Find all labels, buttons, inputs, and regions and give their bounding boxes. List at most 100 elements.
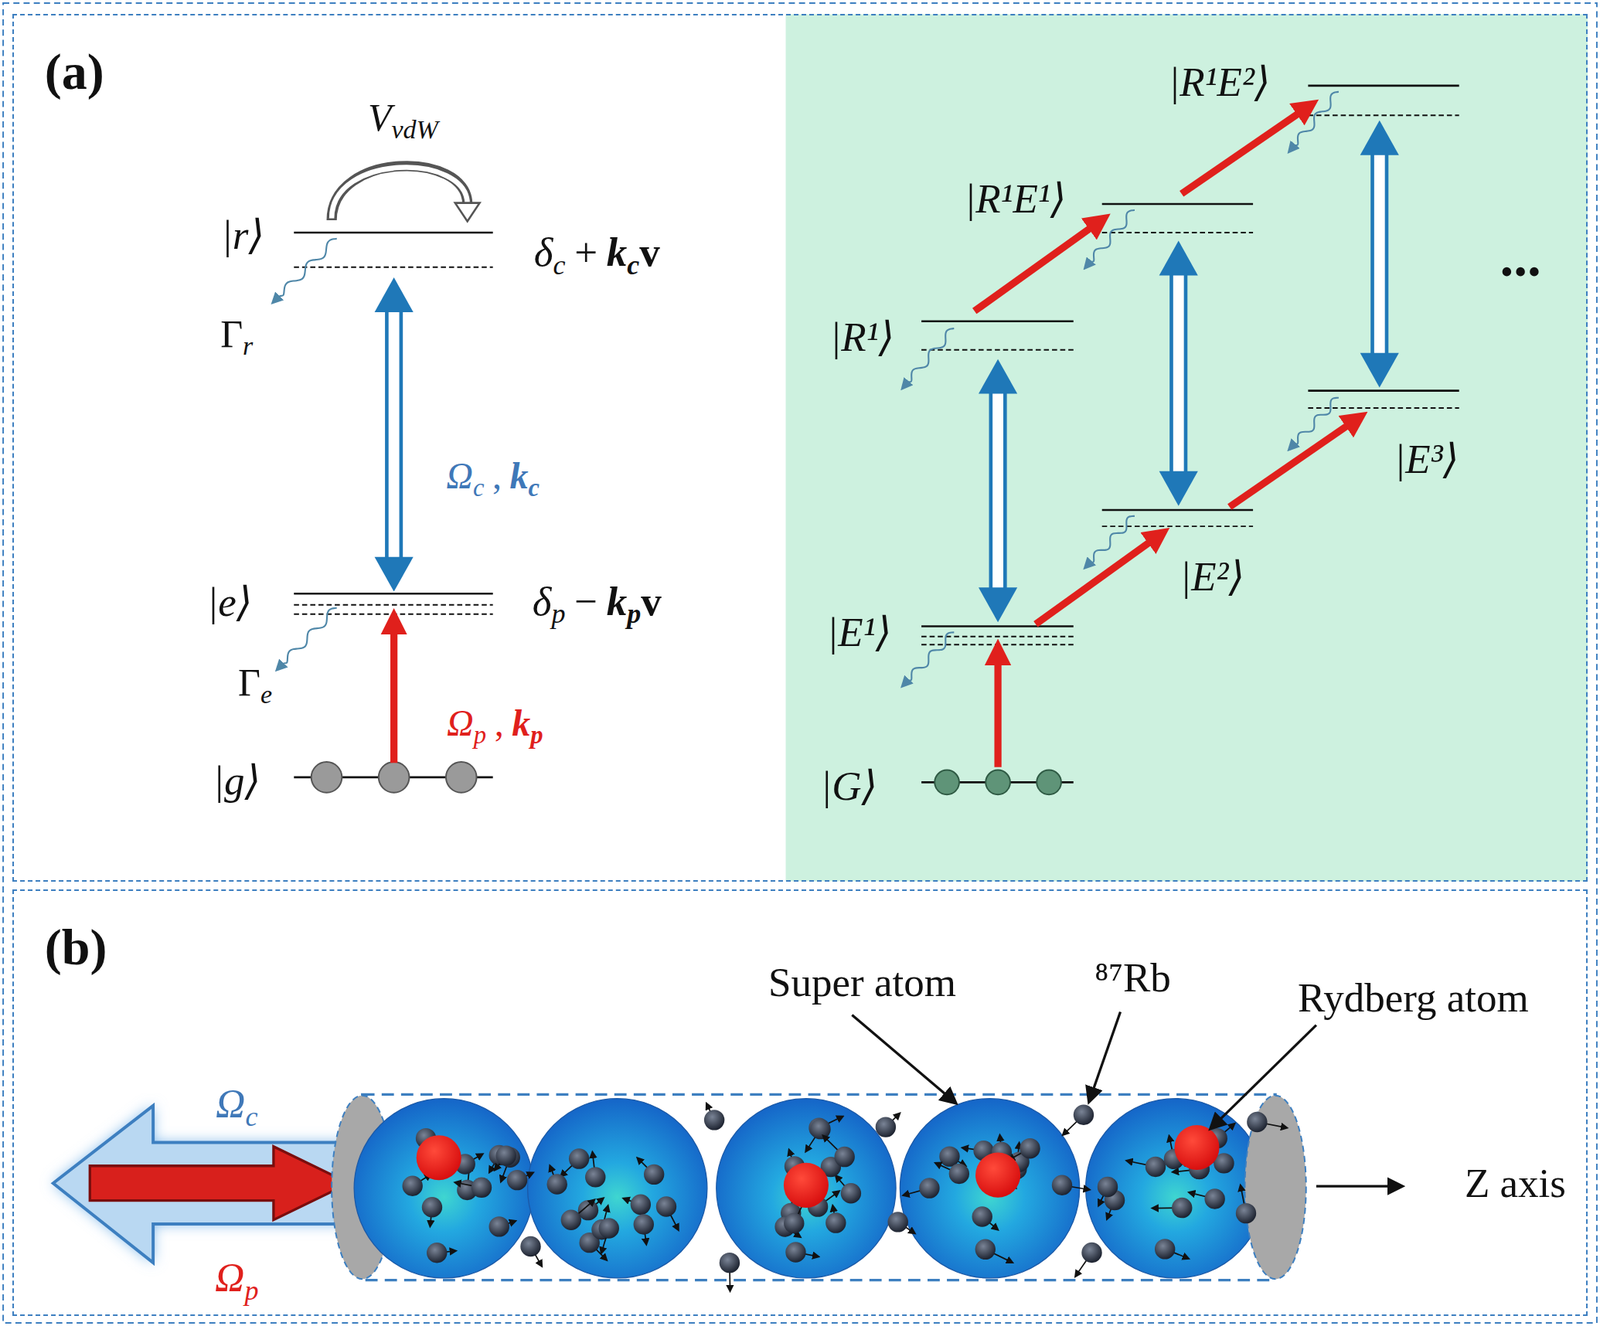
decay-arrow	[1085, 210, 1135, 268]
panel-label: (a)	[44, 46, 105, 98]
ground-atom	[445, 762, 477, 794]
probe-arrow	[1181, 104, 1313, 195]
leader-arrow	[1316, 1185, 1400, 1189]
symbol: ...	[1499, 227, 1541, 288]
formula: |R¹E²⟩	[1168, 58, 1271, 104]
detuned-level	[293, 604, 493, 606]
formula: |g⟩	[212, 758, 261, 804]
rb-atom	[1204, 1188, 1225, 1209]
rb-atom	[520, 1236, 541, 1257]
detuned-level	[1307, 114, 1459, 116]
symbol: Ω	[215, 1081, 246, 1127]
rb-atom	[888, 1211, 909, 1233]
rb-atom	[1145, 1157, 1166, 1178]
coupling-arrow	[1159, 241, 1199, 507]
symbol: k	[510, 456, 529, 498]
probe-arrow	[1229, 416, 1362, 508]
energy-level	[921, 320, 1074, 323]
rydberg-atom	[416, 1135, 462, 1181]
leader-arrow	[1211, 1025, 1317, 1128]
rb-atom	[840, 1183, 862, 1204]
rb-atom	[578, 1200, 599, 1221]
rb-atom	[489, 1216, 510, 1237]
formula: ...	[1499, 227, 1541, 288]
rb-atom	[547, 1174, 568, 1195]
formula: Γe	[238, 661, 273, 710]
probe-beam	[89, 1147, 349, 1221]
subscript: c	[245, 1101, 258, 1133]
rb-atom	[1235, 1203, 1257, 1224]
probe-arrow	[1035, 532, 1164, 625]
formula: Ωc,kc	[445, 456, 540, 504]
formula: |R¹E¹⟩	[964, 176, 1067, 222]
coupling-arrow	[1360, 120, 1400, 389]
rb-atom	[656, 1196, 677, 1217]
symbol: Z axis	[1464, 1160, 1566, 1206]
decay-arrow	[902, 328, 954, 389]
rb-atom	[585, 1167, 606, 1188]
symbol: Super atom	[768, 960, 957, 1005]
rb-atom	[704, 1109, 725, 1131]
formula: Γr	[220, 313, 253, 361]
decay-arrow	[1085, 516, 1135, 568]
subscript: p	[473, 721, 487, 749]
energy-level	[1102, 509, 1253, 512]
subscript: c	[626, 249, 640, 281]
super-atom-sphere	[899, 1099, 1080, 1279]
formula: |r⟩	[221, 211, 265, 257]
rb-atom	[783, 1213, 804, 1234]
decay-arrow	[1290, 398, 1339, 450]
panel-frame: (a)	[12, 13, 1588, 882]
super-atom-sphere	[1085, 1099, 1266, 1279]
rb-atom	[1154, 1239, 1175, 1260]
rb-atom	[426, 1242, 447, 1263]
formula: δp−kpv	[532, 578, 662, 630]
formula: VvdW	[367, 96, 439, 145]
energy-level	[921, 625, 1074, 628]
rb-atom	[630, 1194, 651, 1216]
symbol: v	[640, 578, 662, 623]
symbol: Γ	[220, 312, 243, 356]
symbol: |E³⟩	[1394, 436, 1460, 482]
subscript: c	[553, 249, 566, 281]
symbol: k	[606, 229, 628, 275]
rb-atom	[939, 1146, 960, 1167]
rb-atom	[507, 1170, 528, 1191]
rb-atom	[1051, 1175, 1073, 1196]
rb-atom	[919, 1177, 940, 1199]
detuned-level	[921, 643, 1074, 646]
symbol: |r⟩	[221, 211, 265, 257]
formula: δc+kcv	[534, 229, 661, 281]
rb-atom	[975, 1239, 996, 1260]
symbol: Ω	[446, 702, 474, 744]
detuned-level	[293, 613, 493, 616]
rb-atom	[810, 1119, 831, 1140]
symbol: |R¹E¹⟩	[964, 176, 1067, 222]
symbol: |e⟩	[207, 579, 253, 625]
rb-atom	[633, 1214, 654, 1235]
super-atom-sphere	[354, 1099, 534, 1279]
subscript: r	[242, 331, 253, 361]
rb-atom	[949, 1164, 970, 1185]
symbol: Rydberg atom	[1297, 975, 1529, 1021]
rydberg-atom	[1174, 1125, 1219, 1171]
decay-arrow	[1290, 91, 1339, 152]
rb-atom	[785, 1242, 806, 1263]
coupling-beam	[53, 1106, 353, 1263]
coupling-arrow	[978, 359, 1018, 623]
symbol: −	[574, 578, 598, 623]
symbol: |E²⟩	[1180, 554, 1246, 600]
rb-atom	[825, 1212, 846, 1233]
subscript: p	[244, 1274, 259, 1306]
symbol: δ	[532, 578, 552, 623]
energy-level	[1102, 203, 1253, 206]
subscript: p	[626, 598, 641, 630]
subscript: vdW	[391, 115, 439, 144]
formula: Super atom	[768, 960, 957, 1005]
rb-atom	[471, 1177, 492, 1199]
symbol: +	[574, 229, 598, 275]
subscript: c	[528, 473, 540, 502]
symbol: k	[511, 702, 531, 744]
symbol: |g⟩	[212, 758, 261, 804]
